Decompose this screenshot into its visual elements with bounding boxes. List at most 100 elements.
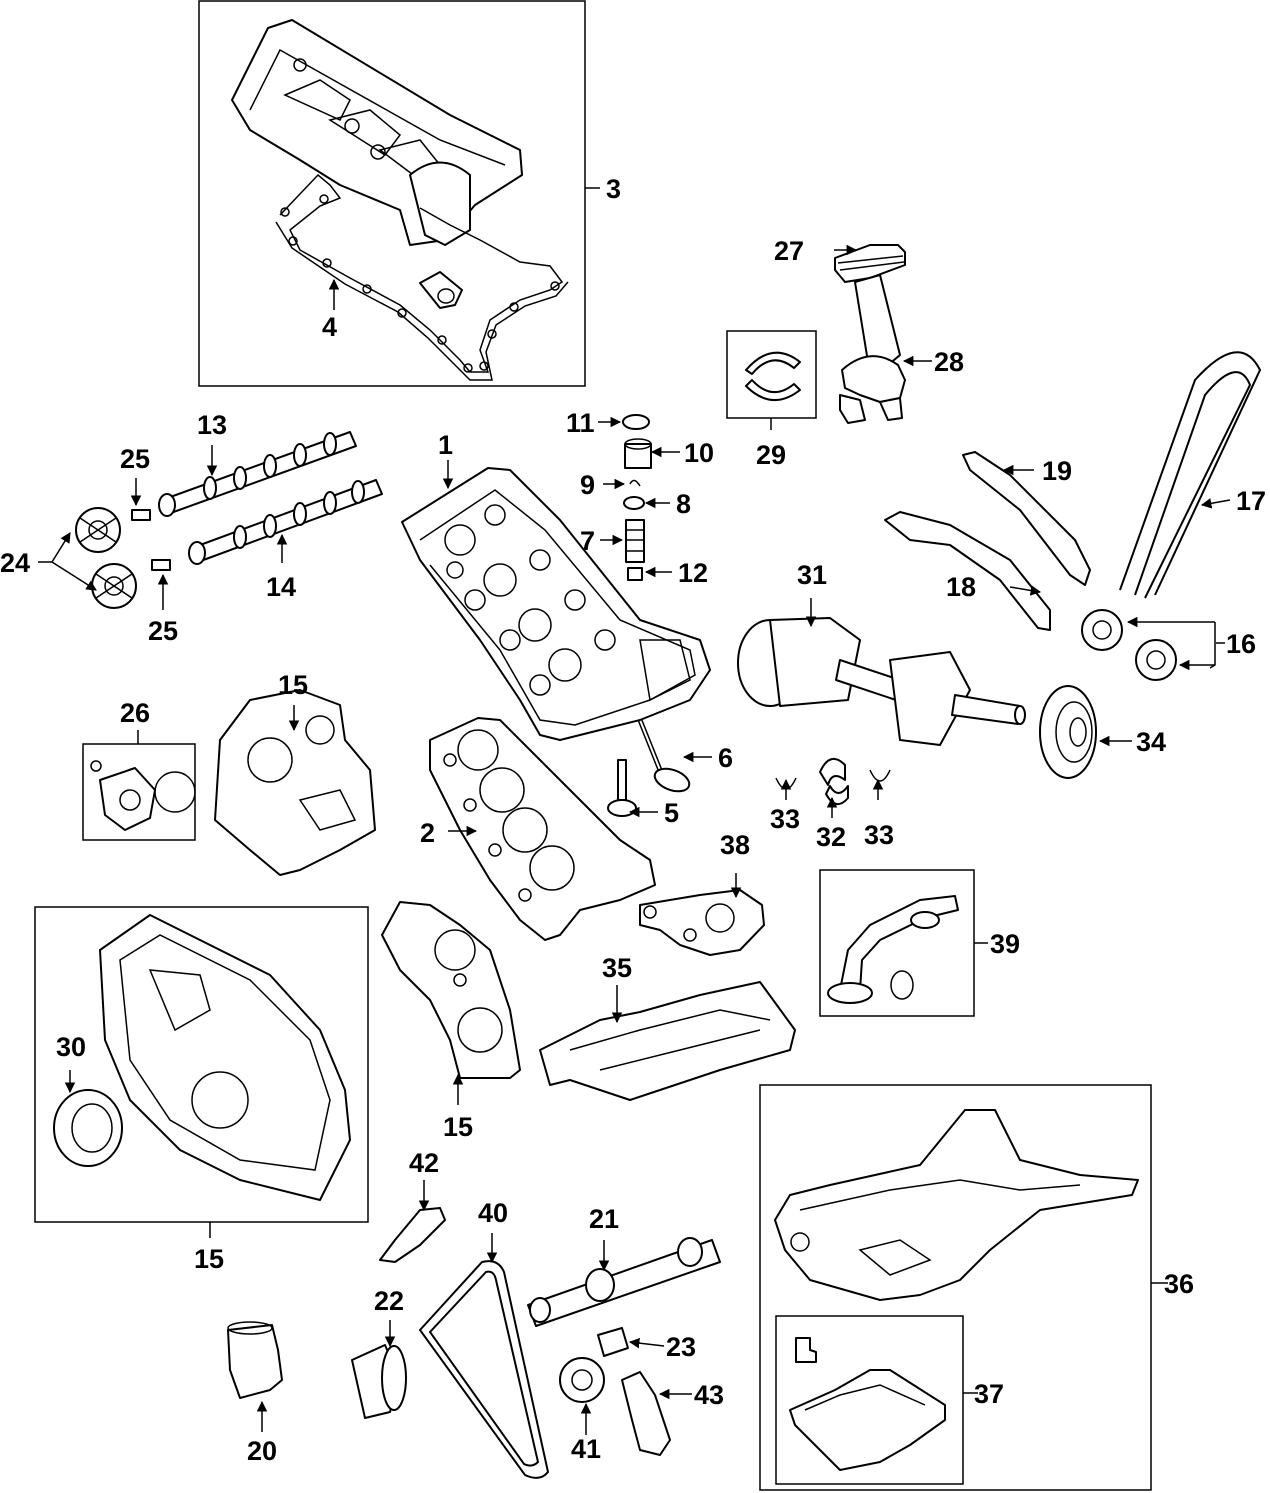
crankshaft (737, 617, 1026, 746)
callout-29: 29 (756, 440, 786, 470)
cylinder-head (401, 467, 711, 741)
callout-43: 43 (694, 1380, 724, 1410)
bearing-inset-frame (726, 330, 817, 419)
callout-20: 20 (247, 1436, 277, 1466)
crank-front-seal (53, 1089, 123, 1167)
balance-shaft-drive (351, 1344, 407, 1419)
callout-12: 12 (678, 558, 708, 588)
callout-42: 42 (409, 1148, 439, 1178)
callout-36: 36 (1164, 1269, 1194, 1299)
callout-21: 21 (589, 1204, 619, 1234)
balance-shaft-gear (559, 1357, 605, 1403)
intake-camshaft (158, 431, 357, 517)
callout-10: 10 (684, 438, 714, 468)
callout-25-top: 25 (120, 444, 150, 474)
callout-4: 4 (322, 312, 337, 342)
spring-retainer (623, 496, 645, 510)
tensioner-arm (621, 1371, 671, 1456)
callout-23: 23 (666, 1332, 696, 1362)
crankshaft-pulley (1039, 685, 1097, 779)
chain-guide-left (884, 511, 1051, 631)
callout-37: 37 (974, 1379, 1004, 1409)
windage-tray (539, 981, 796, 1101)
balance-shaft (527, 1237, 721, 1327)
callout-26: 26 (120, 698, 150, 728)
exhaust-camshaft (188, 479, 383, 565)
balance-shaft-chain (418, 1260, 550, 1479)
cam-phaser-upper (75, 507, 121, 553)
callout-17: 17 (1236, 486, 1266, 516)
cam-phaser-lower (91, 563, 137, 609)
intake-valve (637, 717, 691, 793)
callout-16: 16 (1226, 629, 1256, 659)
phaser-bolt-lower (151, 559, 171, 571)
engine-front-cover (99, 914, 351, 1201)
callout-6: 6 (718, 743, 733, 773)
timing-chain (1119, 351, 1262, 596)
callout-34: 34 (1136, 727, 1166, 757)
callout-25-bottom: 25 (148, 616, 178, 646)
callout-8: 8 (676, 489, 691, 519)
callout-30: 30 (56, 1032, 86, 1062)
oil-pan-group-frame (759, 1084, 1152, 1491)
upper-oil-pan (774, 1109, 1139, 1301)
callout-15-center: 15 (443, 1112, 473, 1142)
valve-keeper (629, 479, 641, 487)
crank-sprocket-a (1081, 609, 1123, 651)
callout-28: 28 (934, 347, 964, 377)
callout-19: 19 (1042, 456, 1072, 486)
callout-41: 41 (571, 1434, 601, 1464)
drain-plug (795, 1337, 817, 1363)
balance-shaft-bushing (597, 1327, 629, 1357)
callout-24: 24 (0, 548, 30, 578)
chain-guide-right (962, 451, 1091, 586)
lower-oil-pan (789, 1369, 946, 1471)
callout-5: 5 (664, 798, 679, 828)
callout-7: 7 (580, 526, 595, 556)
valve-spring (625, 519, 645, 563)
callout-32: 32 (816, 822, 846, 852)
callout-1: 1 (438, 430, 453, 460)
rod-bearing-shells (745, 351, 801, 402)
callout-22: 22 (374, 1286, 404, 1316)
main-bearing-upper (819, 757, 846, 786)
valve-seal (627, 567, 643, 581)
callout-11: 11 (566, 408, 595, 438)
callout-15-upper: 15 (278, 670, 308, 700)
lash-cap (622, 414, 650, 430)
piston-and-rod (834, 244, 906, 424)
valve-cover-group-frame (198, 0, 586, 387)
callout-15-left: 15 (194, 1244, 224, 1274)
oil-pump (639, 889, 765, 956)
callout-38: 38 (720, 830, 750, 860)
callout-27: 27 (774, 236, 804, 266)
phaser-bolt-upper (131, 509, 151, 521)
callout-33-right: 33 (864, 820, 894, 850)
timing-cover-upper (214, 689, 376, 876)
oil-filter-housing (227, 1324, 283, 1399)
callout-35: 35 (602, 953, 632, 983)
head-gasket (429, 717, 656, 941)
exhaust-valve (607, 759, 637, 817)
callout-18: 18 (946, 572, 976, 602)
callout-14: 14 (266, 572, 296, 602)
callout-40: 40 (478, 1198, 508, 1228)
callout-2: 2 (420, 818, 435, 848)
lower-pan-group-frame (775, 1315, 964, 1485)
thrust-washer-right (869, 769, 891, 782)
callout-33-left: 33 (770, 804, 800, 834)
valve-tappet (624, 443, 652, 469)
leader-lines (38, 187, 1231, 1435)
crank-sprocket-b (1135, 639, 1177, 681)
callout-31: 31 (797, 560, 827, 590)
callout-13: 13 (197, 410, 227, 440)
valve-cover (231, 19, 523, 246)
front-cover-group-frame (34, 906, 369, 1223)
main-bearing-lower (825, 785, 849, 805)
balance-chain-guide (379, 1207, 446, 1263)
callout-39: 39 (990, 929, 1020, 959)
timing-cover-middle (381, 901, 521, 1079)
chain-tensioner (90, 760, 196, 831)
